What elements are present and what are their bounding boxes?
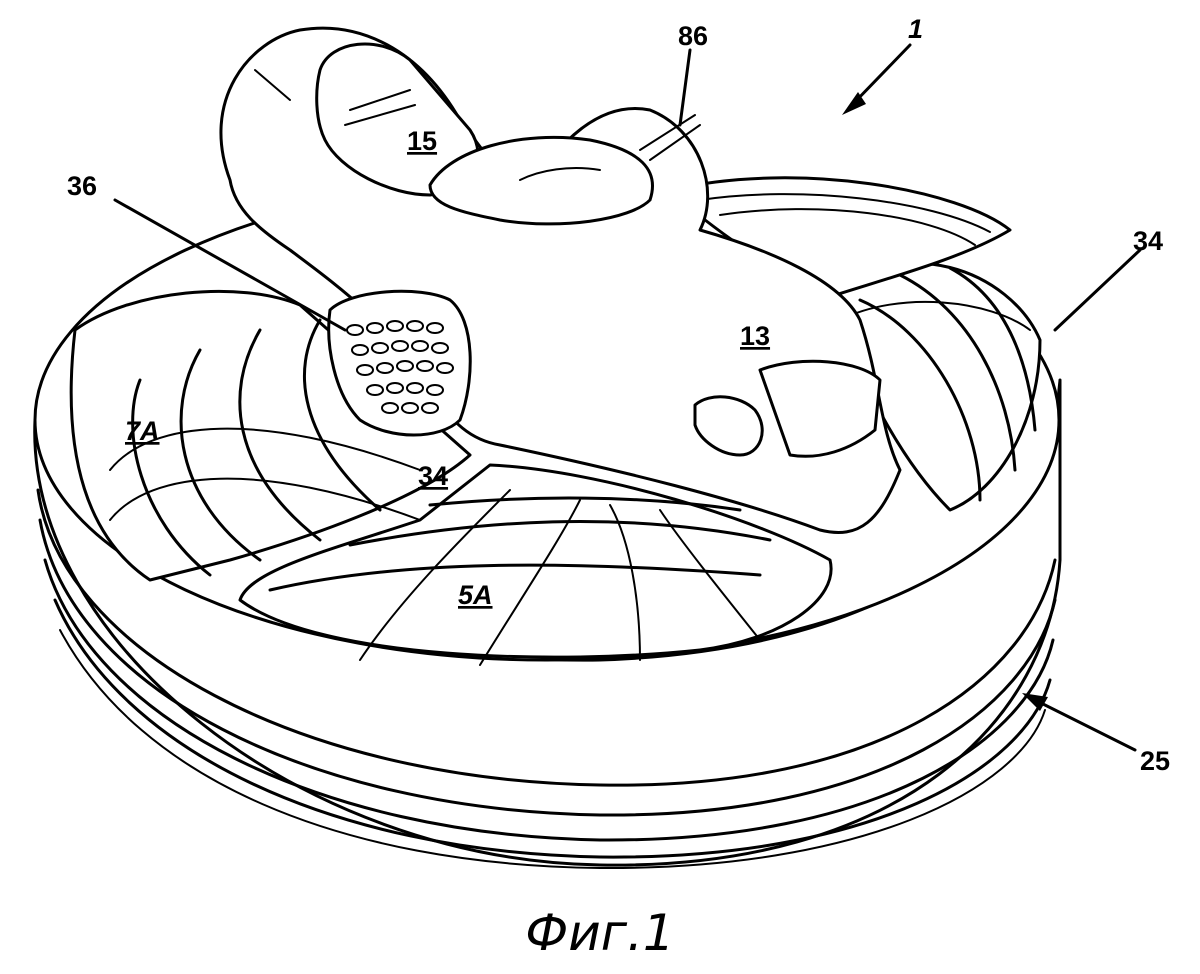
label-rim-right: 34 bbox=[1133, 226, 1163, 256]
label-connector: 86 bbox=[678, 21, 708, 51]
label-rim-center: 34 bbox=[418, 461, 448, 491]
label-base: 25 bbox=[1140, 746, 1170, 776]
handle bbox=[315, 42, 480, 197]
left-duct bbox=[69, 289, 472, 582]
leader-lines bbox=[113, 43, 1142, 752]
label-grille: 36 bbox=[67, 171, 97, 201]
base-rings bbox=[33, 378, 1062, 870]
label-left-duct: 7A bbox=[125, 416, 160, 446]
figure-caption: Фиг.1 bbox=[525, 904, 675, 962]
label-front-duct: 5A bbox=[458, 580, 493, 610]
label-device: 1 bbox=[908, 14, 923, 44]
cable-fitting bbox=[428, 136, 654, 226]
grille-holes bbox=[346, 320, 454, 414]
label-handle: 15 bbox=[407, 126, 437, 156]
front-duct bbox=[238, 463, 833, 666]
label-body: 13 bbox=[740, 321, 770, 351]
